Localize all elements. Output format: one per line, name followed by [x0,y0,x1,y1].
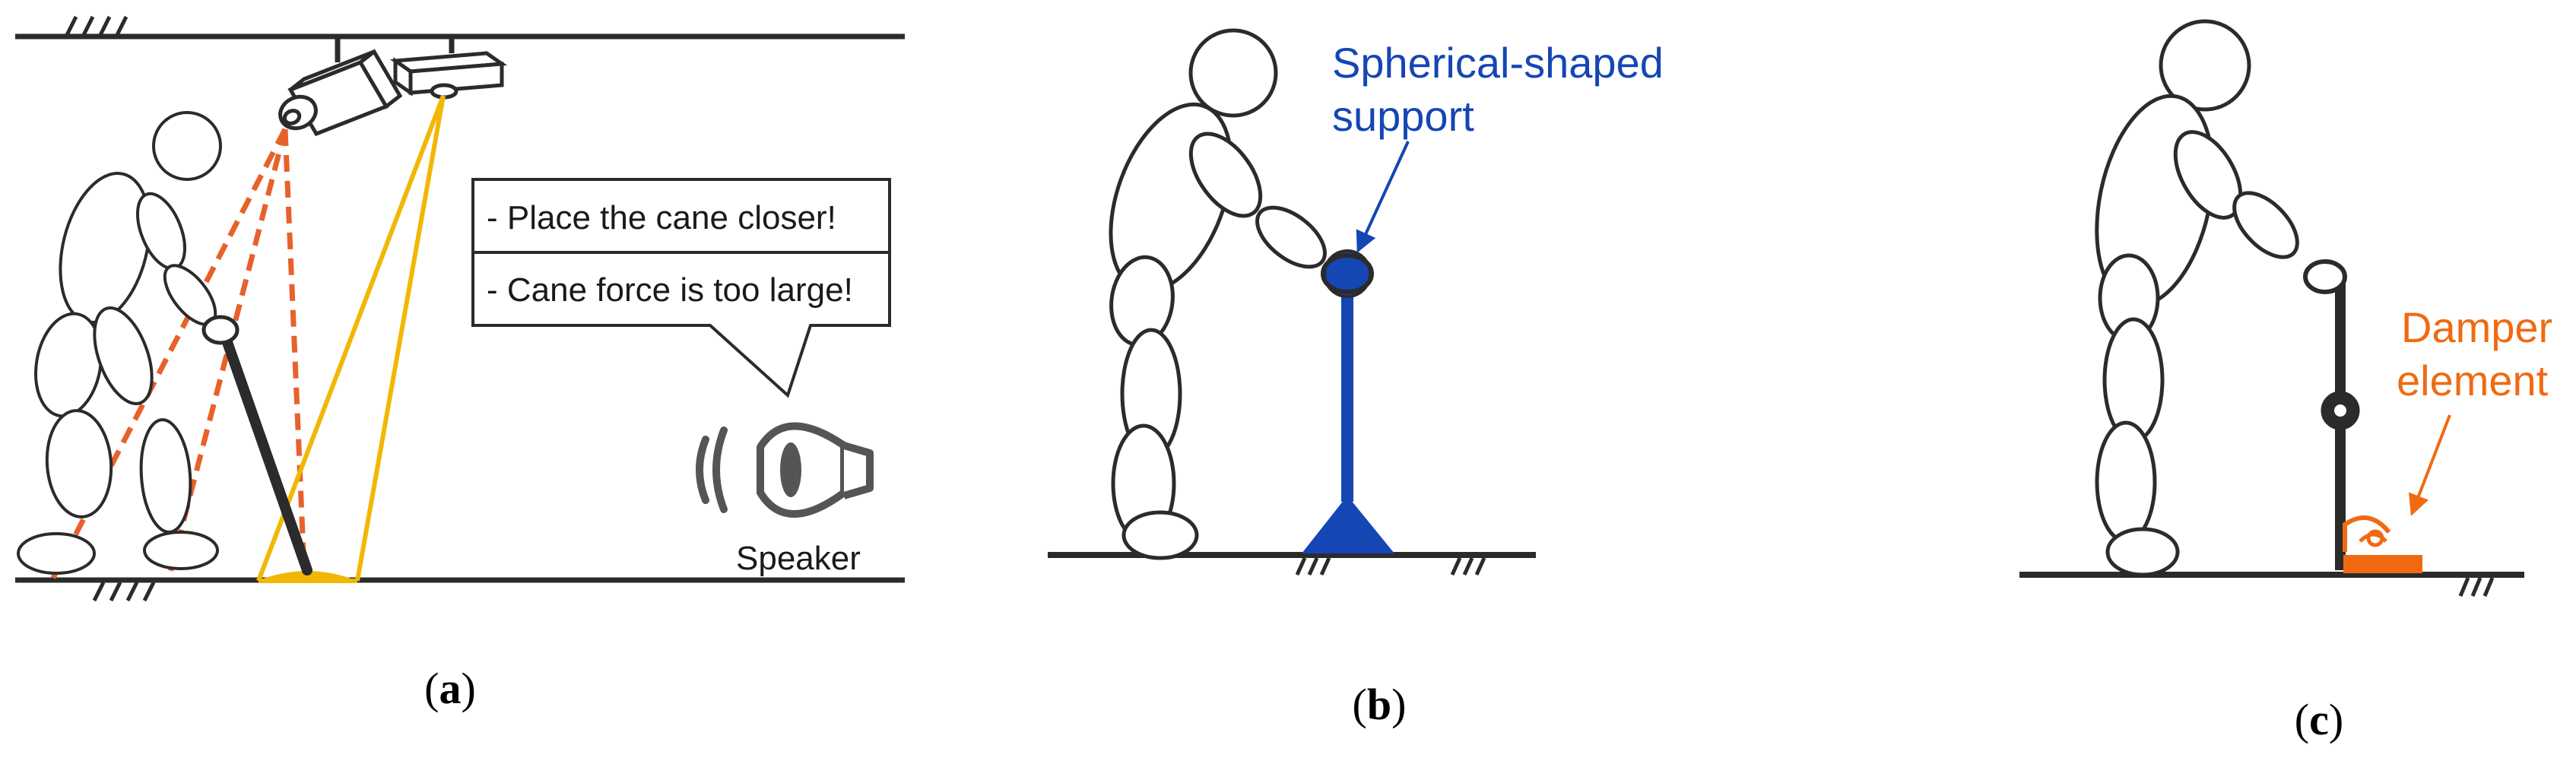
sound-waves-icon [696,426,728,513]
cane [218,326,312,576]
standing-person-figure [1109,28,1327,560]
cane-joint-pin [2334,404,2346,417]
caption-c: (c) [2295,695,2343,744]
hand-grip [1321,253,1374,294]
panel-a: - Place the cane closer! - Cane force is… [15,15,905,713]
standing-person-figure [2095,19,2299,577]
cane-handle [201,315,240,345]
caption-a: (a) [424,664,476,713]
damper-element [2343,515,2422,573]
spherical-support [1302,249,1394,553]
speaker-icon [757,422,874,518]
support-label-line-1: Spherical-shaped [1332,39,1664,87]
projector-icon [389,36,508,100]
ground-hatch-icon [2458,577,2495,597]
callout-line-2: - Cane force is too large! [487,271,853,309]
support-arrow [1356,141,1410,253]
callout-line-1: - Place the cane closer! [487,199,836,236]
speaker-label: Speaker [736,540,861,577]
ceiling-hatch-icon [65,15,128,36]
caption-b: (b) [1353,680,1407,729]
damper-label-line-2: element [2397,357,2549,404]
support-label-line-2: support [1332,92,1474,140]
walking-person-figure [17,111,222,575]
projected-footprint [257,571,357,581]
hand-grip [2303,259,2347,294]
floor-hatch-icon [92,581,156,602]
speech-callout: - Place the cane closer! - Cane force is… [471,178,891,398]
panel-c: Damper element (c) [2019,19,2552,744]
ground-hatch-icon [1295,556,1486,576]
damper-arrow [2408,414,2451,516]
damper-label-line-1: Damper [2401,303,2552,351]
camera-icon [278,36,403,137]
panel-b: Spherical-shaped support (b) [1048,28,1664,729]
